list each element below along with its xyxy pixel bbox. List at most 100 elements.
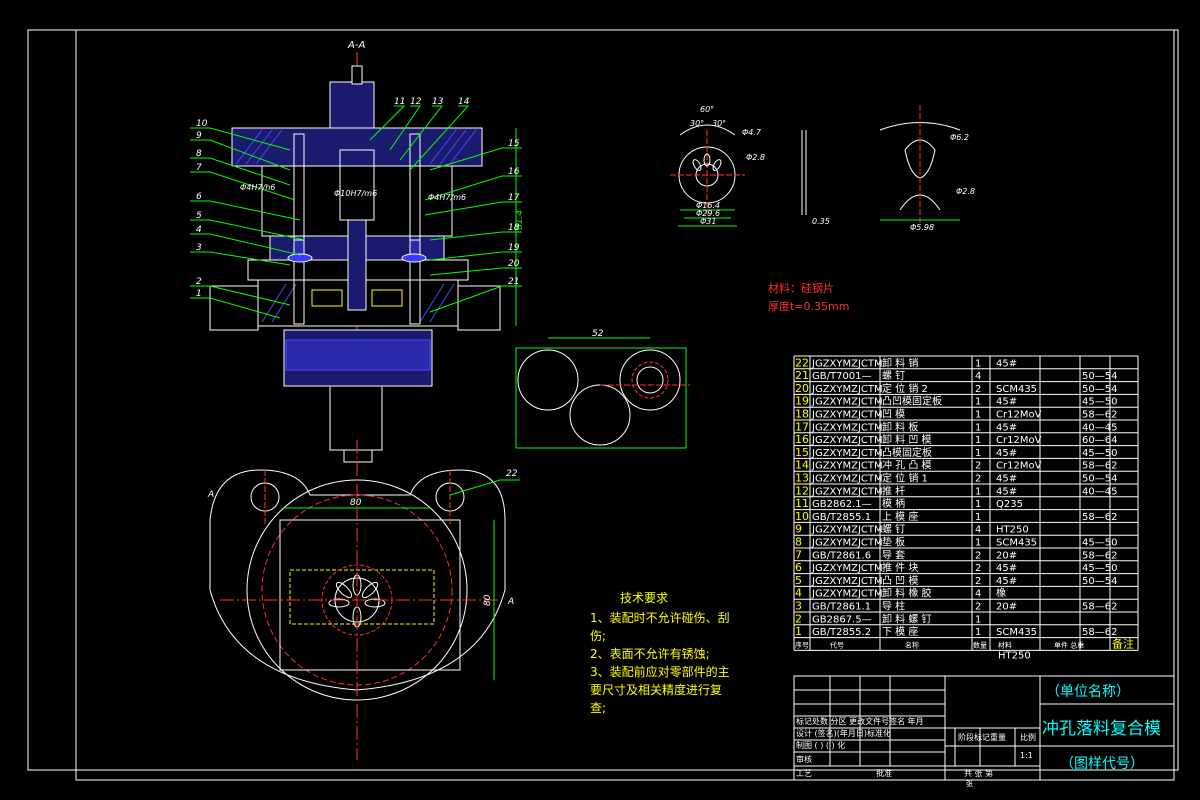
bom-cell-note: 40—45 bbox=[1082, 486, 1117, 497]
bom-header-no: 序号 bbox=[795, 640, 809, 649]
bom-cell-no: 15 bbox=[795, 446, 809, 459]
bom-cell-no: 7 bbox=[795, 548, 802, 561]
bom-cell-material: 20# bbox=[996, 550, 1017, 561]
part-number: 9 bbox=[196, 131, 202, 141]
bom-cell-note: 45—50 bbox=[1082, 563, 1117, 574]
bom-cell-qty: 1 bbox=[975, 486, 981, 497]
right-leaders bbox=[424, 147, 522, 313]
part-number: 15 bbox=[508, 139, 520, 149]
tech-title: 技术要求 bbox=[620, 591, 668, 605]
bom-cell-code: JGZXYMZJCTM bbox=[811, 384, 883, 395]
tb-sheet-suffix: 张 bbox=[966, 779, 973, 788]
tech-item: 要尺寸及相关精度进行复 bbox=[590, 682, 722, 697]
bom-cell-name: 凸凹模固定板 bbox=[882, 395, 942, 408]
bom-cell-note: 58—62 bbox=[1082, 602, 1117, 613]
bom-header-material: 材料 bbox=[998, 640, 1012, 649]
blank-dim-d28: Φ2.8 bbox=[746, 153, 765, 162]
bom-cell-no: 3 bbox=[795, 600, 802, 613]
bom-cell-note: 60—64 bbox=[1082, 435, 1117, 446]
bom-cell-qty: 4 bbox=[975, 371, 981, 382]
blank-dim-thickness: 0.35 bbox=[812, 217, 830, 226]
bom-cell-material: 45# bbox=[996, 563, 1017, 574]
bom-cell-name: 凹 模 bbox=[882, 409, 905, 421]
bom-cell-code: GB2867.5— bbox=[812, 614, 872, 625]
blank-dim-d31: Φ31 bbox=[700, 217, 716, 226]
bom-cell-material: SCM435 bbox=[996, 384, 1037, 395]
bom-cell-name: 垫 板 bbox=[882, 536, 905, 549]
blank-dim-d28b: Φ2.8 bbox=[956, 187, 975, 196]
bom-cell-no: 6 bbox=[795, 561, 802, 574]
bom-cell-no: 16 bbox=[795, 433, 809, 446]
tb-scale: 比例 bbox=[1020, 732, 1036, 742]
bom-cell-note: 50—54 bbox=[1082, 384, 1117, 395]
bom-cell-no: 17 bbox=[795, 420, 809, 433]
bom-cell-note: 58—62 bbox=[1082, 410, 1117, 421]
bom-cell-material: 45# bbox=[996, 358, 1017, 369]
layout-dim: 52 bbox=[592, 329, 604, 339]
bom-cell-no: 5 bbox=[795, 574, 802, 587]
tb-weight: 重量 bbox=[990, 732, 1006, 742]
bom-cell-code: GB/T2861.6 bbox=[812, 550, 871, 561]
bom-cell-code: GB/T2855.1 bbox=[812, 512, 871, 523]
bom-cell-note: 58—62 bbox=[1082, 512, 1117, 523]
bom-cell-name: 卸 料 销 bbox=[882, 356, 918, 369]
part-number: 5 bbox=[196, 211, 202, 221]
bom-cell-code: JGZXYMZJCTM bbox=[811, 474, 883, 485]
bom-cell-note: 45—50 bbox=[1082, 538, 1117, 549]
bom-extra-material: HT250 bbox=[998, 650, 1031, 661]
bom-cell-name: 卸 料 橡 胶 bbox=[882, 587, 932, 600]
bom-cell-no: 8 bbox=[795, 536, 802, 549]
height-dim: 81.4 bbox=[515, 210, 525, 230]
bom-header-code: 代号 bbox=[830, 640, 844, 649]
bom-cell-qty: 4 bbox=[975, 589, 981, 600]
bom-header-name: 名称 bbox=[905, 640, 919, 649]
tb-approve: 批准 bbox=[876, 768, 892, 778]
bom-header-qty: 数量 bbox=[973, 640, 987, 649]
part-number: 17 bbox=[508, 193, 520, 203]
bom-cell-note: 50—54 bbox=[1082, 371, 1117, 382]
bom-cell-material: 20# bbox=[996, 602, 1017, 613]
bom-cell-material: 橡 bbox=[996, 587, 1006, 600]
part-number: 14 bbox=[458, 97, 470, 107]
bom-cell-material: 45# bbox=[996, 486, 1017, 497]
bom-cell-no: 11 bbox=[795, 497, 809, 510]
bom-cell-name: 导 套 bbox=[882, 548, 905, 561]
bom-cell-note: 58—62 bbox=[1082, 550, 1117, 561]
bom-cell-name: 下 模 座 bbox=[882, 625, 918, 638]
tb-row1: 标记处数 分区 更改文件号签名 年月 bbox=[796, 716, 924, 726]
bom-cell-qty: 4 bbox=[975, 525, 981, 536]
bom-cell-no: 12 bbox=[795, 484, 809, 497]
bom-cell-material: 45# bbox=[996, 448, 1017, 459]
tech-item: 伤; bbox=[590, 629, 606, 643]
tech-requirements: 技术要求 1、装配时不允许碰伤、刮 伤; 2、表面不允许有锈蚀; 3、装配前应对… bbox=[590, 591, 730, 715]
bom-cell-qty: 2 bbox=[975, 563, 981, 574]
bom-cell-note: 50—54 bbox=[1082, 474, 1117, 485]
bom-header-weight: 单件 总重 bbox=[1054, 640, 1084, 649]
bom-cell-material: Cr12MoV bbox=[996, 435, 1042, 446]
bom-cell-no: 1 bbox=[795, 625, 802, 638]
blank-detail bbox=[670, 105, 961, 227]
bom-cell-no: 21 bbox=[795, 369, 809, 382]
bom-cell-name: 凸 凹 模 bbox=[882, 575, 918, 587]
bom-cell-code: GB2862.1— bbox=[812, 499, 872, 510]
part-number: 21 bbox=[508, 277, 519, 287]
bom-cell-code: JGZXYMZJCTM bbox=[811, 358, 883, 369]
bom-cell-name: 模 柄 bbox=[882, 497, 905, 510]
bom-cell-code: JGZXYMZJCTM bbox=[811, 448, 883, 459]
bom-cell-qty: 1 bbox=[975, 397, 981, 408]
section-view: A-A bbox=[190, 40, 525, 470]
bom-cell-qty: 1 bbox=[975, 538, 981, 549]
bom-cell-qty: 1 bbox=[975, 614, 981, 625]
section-mark-a-left: A bbox=[207, 490, 214, 500]
drawing-code: （图样代号） bbox=[1060, 756, 1144, 772]
bom-cell-code: GB/T2861.1 bbox=[812, 602, 871, 613]
bom-cell-name: 导 柱 bbox=[882, 600, 905, 613]
bom-cell-note: 58—62 bbox=[1082, 627, 1117, 638]
bom-cell-qty: 2 bbox=[975, 550, 981, 561]
tb-row3: 制图 ( ) ( ) 化 bbox=[796, 740, 845, 750]
bom-cell-no: 4 bbox=[795, 587, 802, 600]
tb-row5: 工艺 bbox=[796, 769, 812, 778]
bom-cell-qty: 2 bbox=[975, 602, 981, 613]
part-number: 10 bbox=[196, 119, 208, 129]
